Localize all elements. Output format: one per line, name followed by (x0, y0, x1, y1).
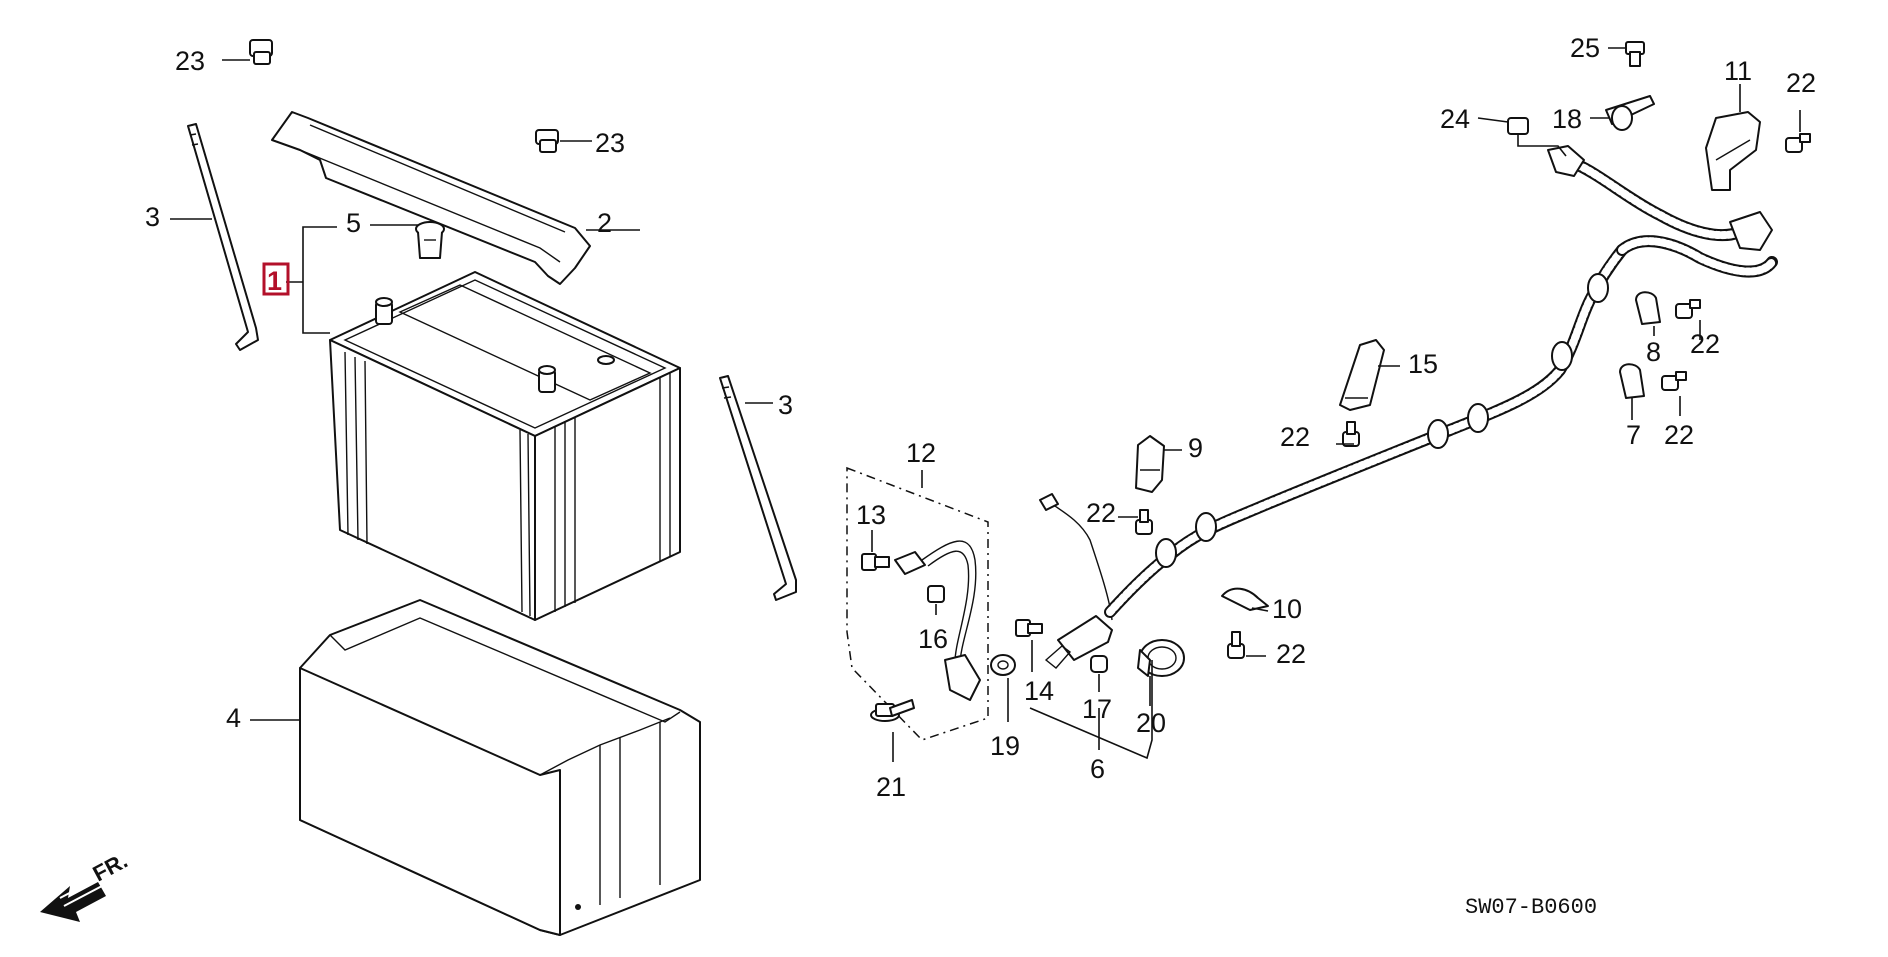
bolt-22-f[interactable] (1785, 133, 1811, 153)
label-part-6[interactable]: 6 (1090, 754, 1105, 784)
nut-17[interactable] (1090, 655, 1108, 673)
bolt-22-e[interactable] (1661, 371, 1687, 391)
battery[interactable] (329, 271, 681, 621)
label-part-9[interactable]: 9 (1188, 433, 1203, 463)
bolt-22-b[interactable] (1342, 421, 1360, 447)
label-part-3-left[interactable]: 3 (145, 202, 160, 232)
label-part-19[interactable]: 19 (990, 731, 1020, 761)
clamp-18[interactable] (1605, 95, 1655, 131)
hold-down-rod-right[interactable] (719, 375, 797, 601)
hold-down-rod-left[interactable] (187, 123, 259, 351)
bracket-9[interactable] (1135, 435, 1165, 493)
nut-center[interactable] (535, 129, 559, 153)
label-part-8[interactable]: 8 (1646, 337, 1661, 367)
label-part-12[interactable]: 12 (906, 438, 936, 468)
label-part-20[interactable]: 20 (1136, 708, 1166, 738)
label-part-23-center[interactable]: 23 (595, 128, 625, 158)
label-part-25[interactable]: 25 (1570, 33, 1600, 63)
bolt-13[interactable] (861, 553, 890, 571)
battery-tray[interactable] (299, 599, 701, 936)
label-part-22-f[interactable]: 22 (1786, 68, 1816, 98)
label-part-23-top[interactable]: 23 (175, 46, 205, 76)
label-part-4[interactable]: 4 (226, 703, 241, 733)
nut-16[interactable] (927, 585, 945, 603)
label-part-22-a[interactable]: 22 (1086, 498, 1116, 528)
label-part-7[interactable]: 7 (1626, 420, 1641, 450)
label-part-16[interactable]: 16 (918, 624, 948, 654)
cable-12-group-frame (846, 466, 989, 741)
label-part-22-b[interactable]: 22 (1276, 639, 1306, 669)
label-part-24[interactable]: 24 (1440, 104, 1470, 134)
bushing-19[interactable] (990, 654, 1016, 676)
label-part-18[interactable]: 18 (1552, 104, 1582, 134)
label-part-22-c[interactable]: 22 (1280, 422, 1310, 452)
label-part-22-d[interactable]: 22 (1690, 329, 1720, 359)
battery-hold-down-bar[interactable] (271, 111, 591, 285)
leader-lines (170, 47, 1801, 762)
label-part-14[interactable]: 14 (1024, 676, 1054, 706)
clip-7[interactable] (1619, 363, 1645, 399)
highlight-box (262, 262, 290, 296)
vent-cap[interactable] (415, 221, 445, 259)
label-part-11[interactable]: 11 (1724, 56, 1752, 86)
label-part-15[interactable]: 15 (1408, 349, 1438, 379)
label-part-13[interactable]: 13 (856, 500, 886, 530)
flange-bolt-21[interactable] (870, 699, 915, 722)
clamp-ring-20[interactable] (1137, 639, 1185, 677)
label-part-10[interactable]: 10 (1272, 594, 1302, 624)
label-part-17[interactable]: 17 (1082, 694, 1112, 724)
bolt-25[interactable] (1625, 41, 1645, 67)
diagram-reference-code: SW07-B0600 (1465, 895, 1597, 920)
label-part-1[interactable]: 1 (267, 266, 282, 296)
clip-8[interactable] (1635, 291, 1661, 325)
bracket-11[interactable] (1705, 111, 1761, 191)
label-part-5[interactable]: 5 (346, 208, 361, 238)
label-part-22-e[interactable]: 22 (1664, 420, 1694, 450)
nut-top-left[interactable] (249, 39, 273, 65)
ground-cable[interactable] (894, 540, 981, 701)
label-part-3-right[interactable]: 3 (778, 390, 793, 420)
clip-10[interactable] (1221, 587, 1269, 611)
front-direction-arrow-icon (40, 877, 106, 922)
cable-6-group-bracket (1029, 660, 1153, 760)
label-part-21[interactable]: 21 (876, 772, 906, 802)
bolt-22-c[interactable] (1227, 631, 1245, 659)
bracket-15[interactable] (1339, 339, 1385, 411)
bolt-14[interactable] (1015, 619, 1043, 637)
bolt-22-d[interactable] (1675, 299, 1701, 319)
positive-cable-harness[interactable] (1039, 145, 1778, 669)
battery-callout-bracket (286, 226, 337, 334)
bolt-22-a[interactable] (1135, 509, 1153, 535)
nut-24[interactable] (1507, 117, 1529, 135)
label-part-2[interactable]: 2 (597, 208, 612, 238)
